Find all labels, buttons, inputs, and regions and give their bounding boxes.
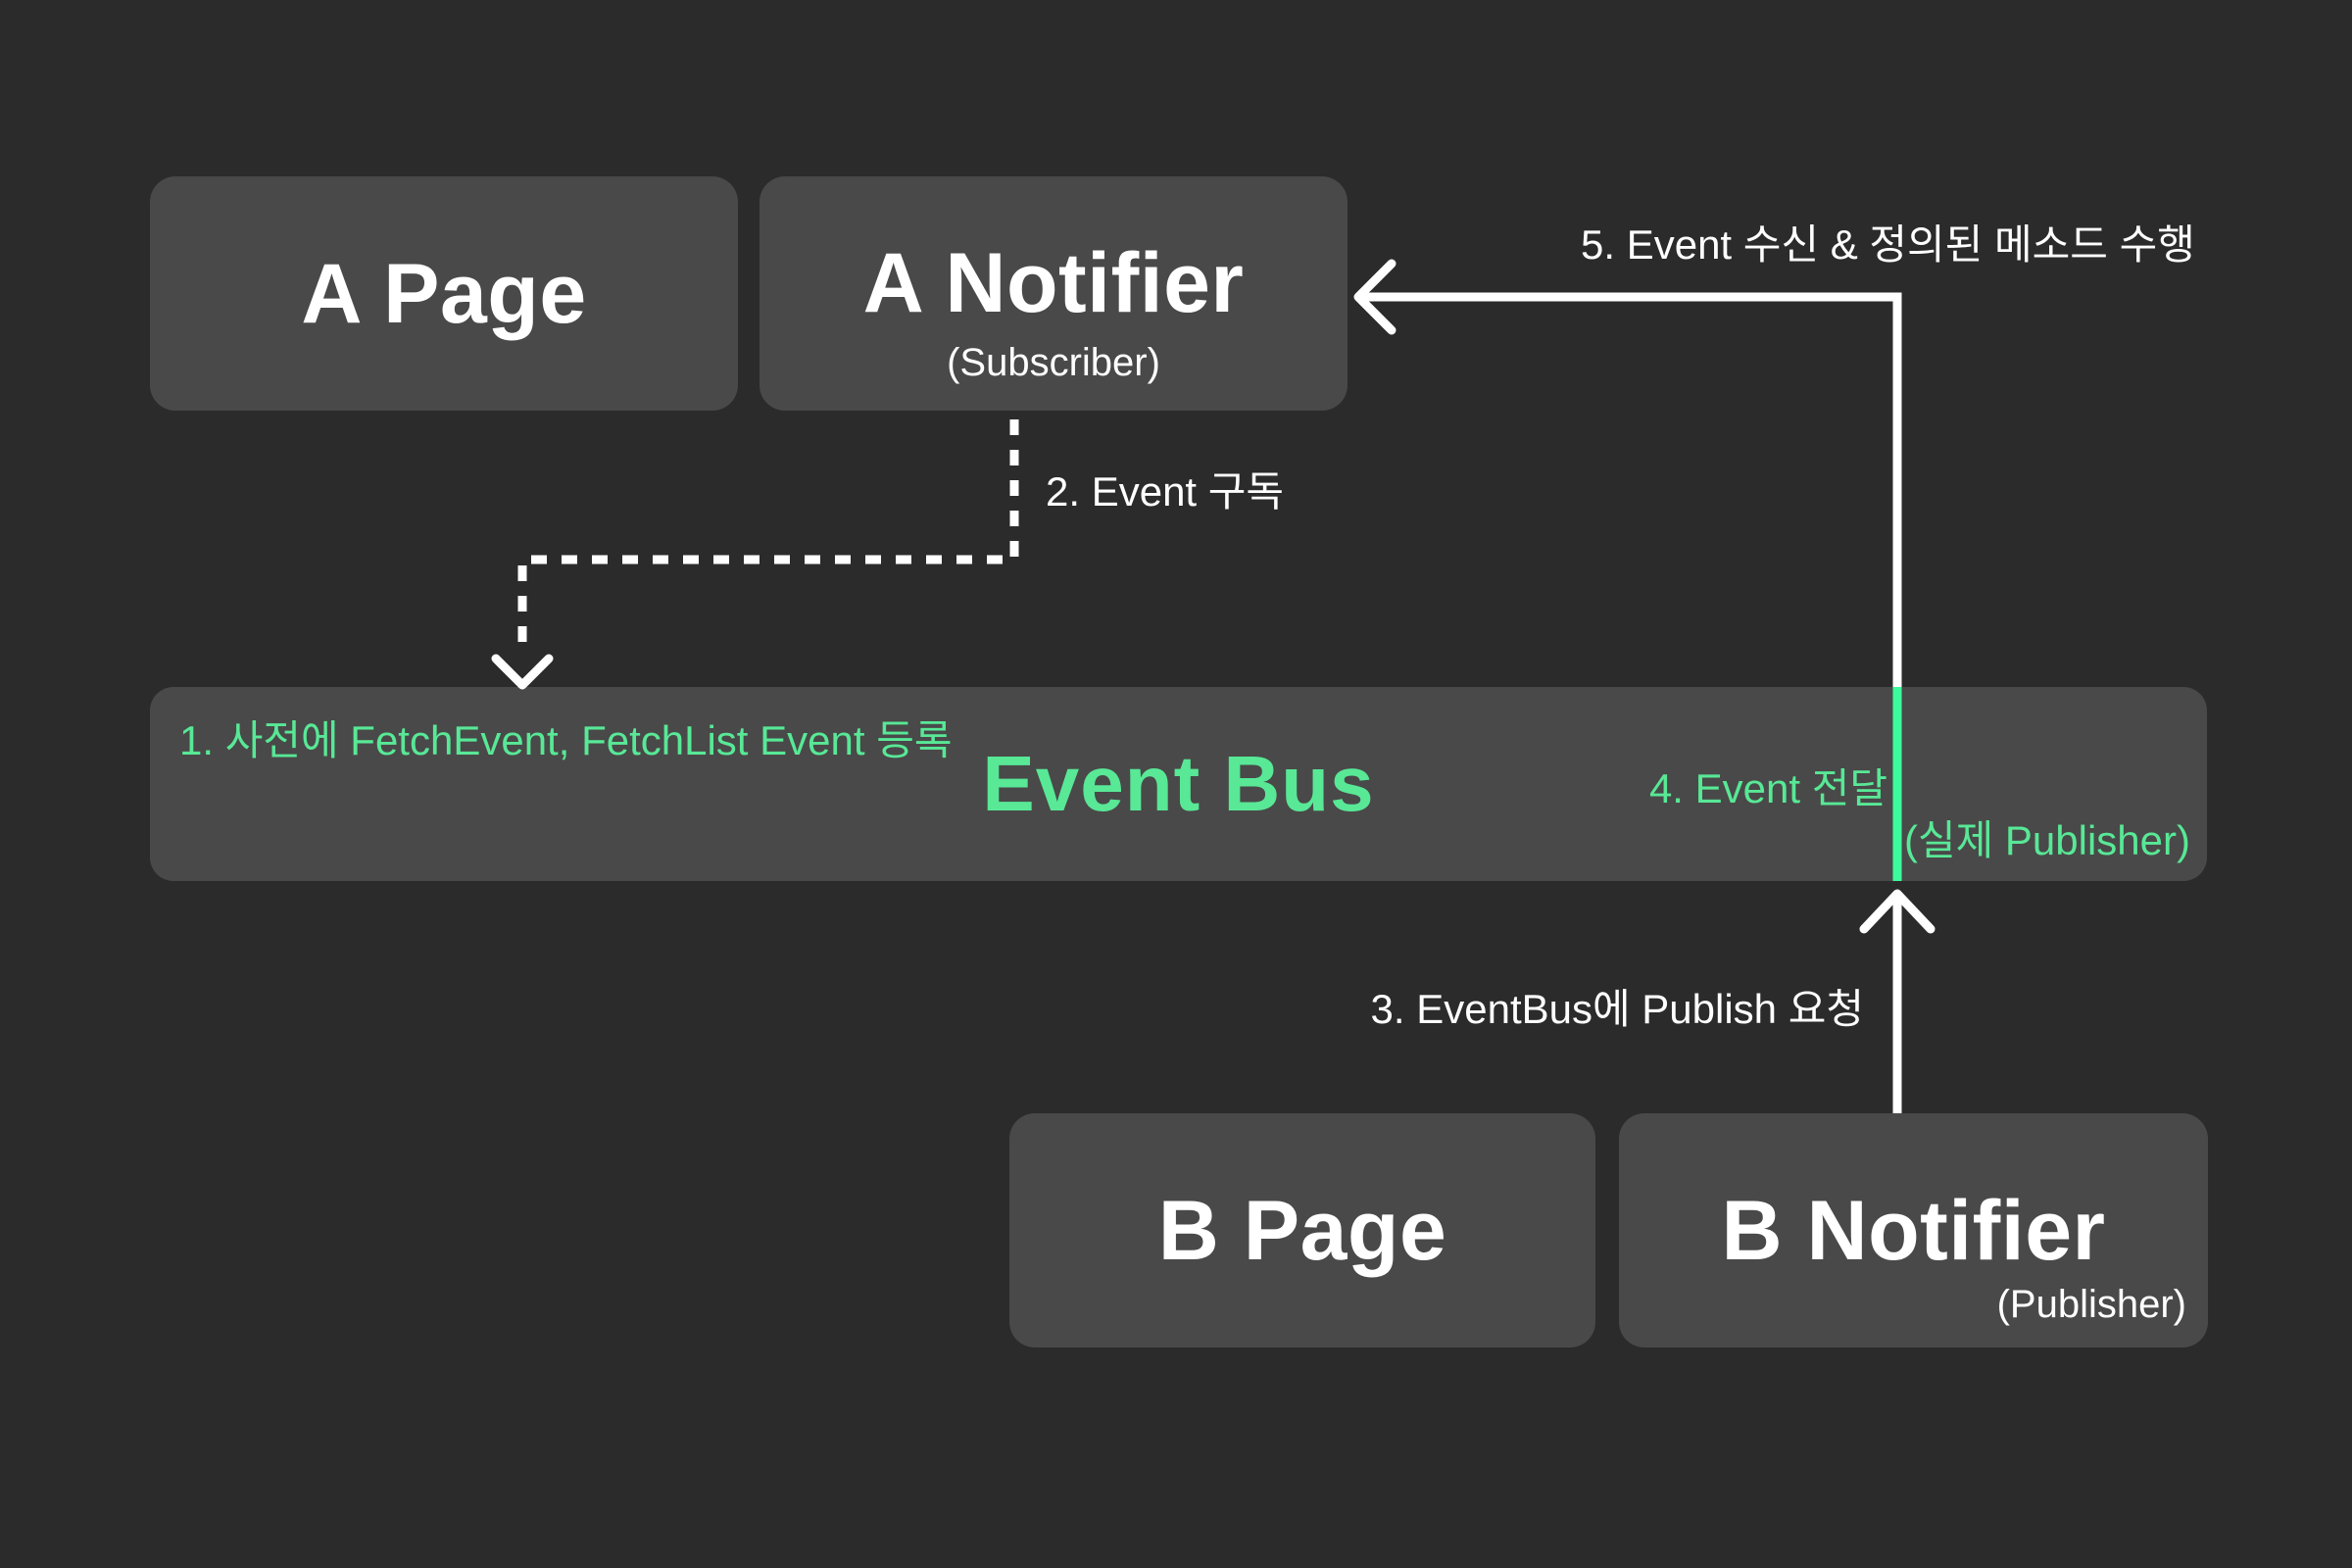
- node-b-page: B Page: [1009, 1113, 1595, 1348]
- a-notifier-title: A Notifier: [862, 235, 1245, 330]
- step4-deliver-label: 4. Event 전달: [1648, 765, 1887, 811]
- step3-publish-label: 3. EventBus에 Publish 요청: [1370, 986, 1864, 1032]
- a-notifier-subtitle: (Subscriber): [947, 341, 1160, 384]
- subscribe-arrowhead-icon: [491, 654, 554, 690]
- b-notifier-title: B Notifier: [1721, 1183, 2106, 1278]
- receive-arrowhead-icon: [1353, 259, 1396, 335]
- b-notifier-subtitle: (Publisher): [1996, 1283, 2186, 1326]
- step1-register-label: 1. 사전에 FetchEvent, FetchList Event 등록: [179, 717, 953, 763]
- step5-receive-label: 5. Event 수신 & 정의된 메소드 수행: [1581, 221, 2195, 268]
- actual-publisher-note: (실제 Publisher): [1903, 817, 2190, 863]
- a-page-title: A Page: [301, 246, 587, 341]
- subscribe-dashed-arrow: [517, 419, 1019, 649]
- node-b-notifier: B Notifier (Publisher): [1619, 1113, 2208, 1348]
- node-a-notifier: A Notifier (Subscriber): [760, 176, 1348, 411]
- b-page-title: B Page: [1157, 1183, 1447, 1278]
- node-a-page: A Page: [150, 176, 738, 411]
- publish-arrowhead-icon: [1859, 889, 1936, 934]
- receive-arrow: [1362, 292, 1902, 687]
- step2-subscribe-label: 2. Event 구독: [1046, 468, 1285, 514]
- event-bus-title: Event Bus: [982, 740, 1375, 827]
- node-event-bus: Event Bus 1. 사전에 FetchEvent, FetchList E…: [150, 687, 2207, 881]
